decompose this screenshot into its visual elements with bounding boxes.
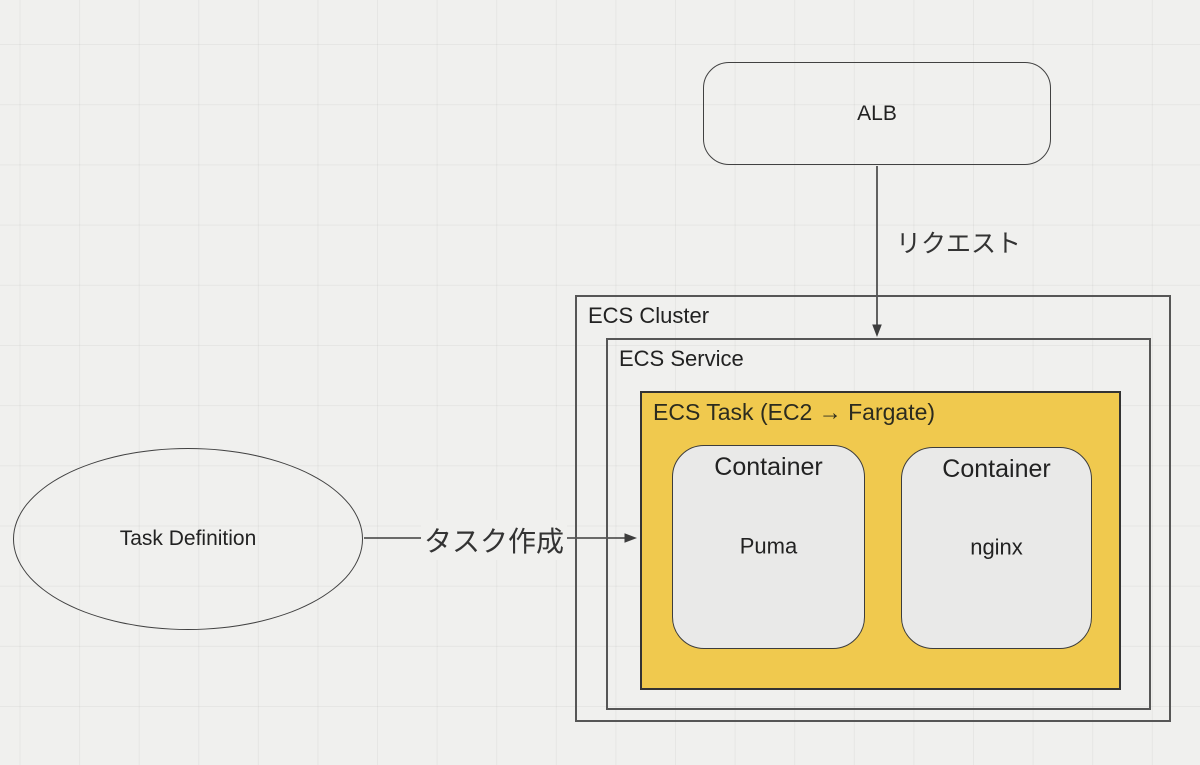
container-puma-name: Puma <box>739 533 798 559</box>
ecs-task-label: ECS Task (EC2 → Fargate) <box>653 399 936 425</box>
alb-label: ALB <box>857 101 897 125</box>
node-alb[interactable]: ALB <box>703 62 1051 165</box>
task-definition-label: Task Definition <box>119 527 257 550</box>
container-nginx-name: nginx <box>970 534 1023 560</box>
node-ecs-service[interactable]: ECS Service ECS Task (EC2 → Fargate) Con… <box>606 338 1151 710</box>
task-create-edge-label: タスク作成 <box>421 520 568 560</box>
node-ecs-task[interactable]: ECS Task (EC2 → Fargate) Container Puma … <box>640 391 1121 690</box>
container-nginx-title: Container <box>942 455 1051 483</box>
node-ecs-cluster[interactable]: ECS Cluster ECS Service ECS Task (EC2 → … <box>575 295 1171 722</box>
request-edge-label: リクエスト <box>896 230 1022 258</box>
node-task-definition[interactable]: Task Definition <box>13 448 363 630</box>
ecs-cluster-label: ECS Cluster <box>588 303 710 328</box>
node-container-nginx[interactable]: Container nginx <box>901 447 1092 649</box>
ecs-service-label: ECS Service <box>619 346 744 371</box>
container-puma-title: Container <box>714 453 823 481</box>
node-container-puma[interactable]: Container Puma <box>672 445 865 649</box>
